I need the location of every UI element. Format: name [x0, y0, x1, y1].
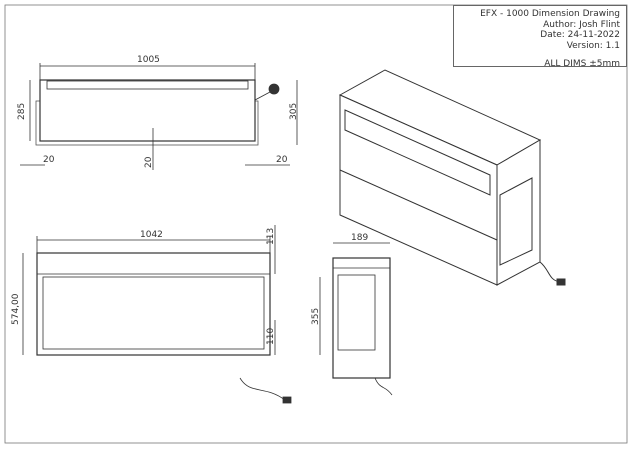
- dim-front-width: 1042: [140, 230, 163, 240]
- front-view: 1042 574,00 113 110: [11, 225, 292, 404]
- isometric-view: [338, 69, 566, 286]
- tolerance-note: ALL DIMS ±5mm: [544, 59, 620, 69]
- sheet-border: [4, 4, 628, 444]
- side-view: 189 355: [311, 233, 393, 396]
- dim-front-top-band: 113: [266, 228, 276, 245]
- author: Author: Josh Flint: [543, 19, 620, 30]
- dim-top-lip-right: 20: [276, 155, 288, 165]
- dim-side-depth: 189: [351, 233, 368, 243]
- dim-top-lip-left: 20: [43, 155, 55, 165]
- dim-front-bottom-band: 110: [266, 328, 276, 345]
- dim-top-depth-left: 285: [17, 103, 27, 120]
- top-view: 1005 285 305 20 20 20: [17, 55, 299, 170]
- plug-icon: [268, 83, 280, 95]
- version: Version: 1.1: [566, 40, 620, 51]
- dim-side-height: 355: [311, 308, 321, 325]
- date: Date: 24-11-2022: [540, 30, 620, 40]
- drawing-title: EFX - 1000 Dimension Drawing: [480, 9, 620, 19]
- dim-front-height: 574,00: [11, 293, 21, 325]
- plug-icon: [282, 396, 292, 404]
- dim-top-depth-right: 305: [289, 103, 299, 120]
- title-block: EFX - 1000 Dimension Drawing Author: Jos…: [453, 5, 627, 69]
- plug-icon: [556, 278, 566, 286]
- dim-top-lip-bottom: 20: [144, 156, 154, 168]
- dim-top-width: 1005: [137, 55, 160, 65]
